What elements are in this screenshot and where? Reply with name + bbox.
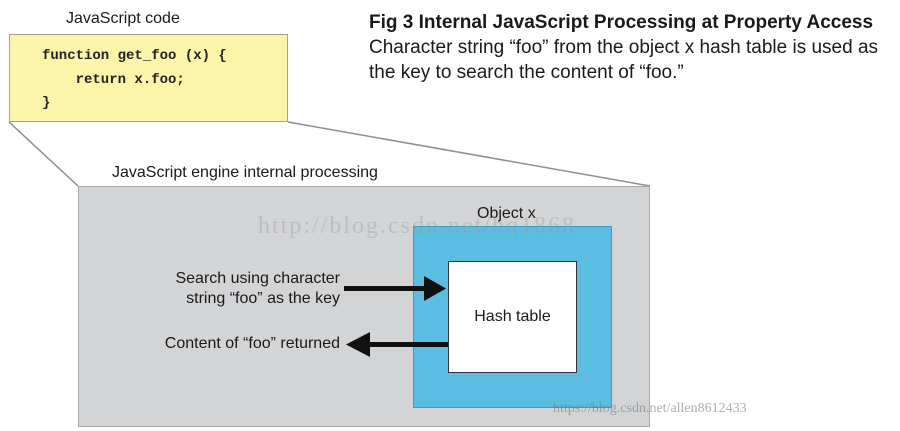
code-line-1: function get_foo (x) { <box>42 48 227 64</box>
search-text: Search using character string “foo” as t… <box>110 269 340 309</box>
search-text-line-1: Search using character <box>175 270 340 287</box>
watermark-center: http://blog.csdn.net/hq1868 <box>258 213 576 239</box>
content-text: Content of “foo” returned <box>164 335 340 352</box>
caption-title: Internal JavaScript Processing at Proper… <box>418 12 874 33</box>
right-arrow-icon <box>344 276 446 301</box>
hash-table-label: Hash table <box>474 308 551 325</box>
code-line-2: return x.foo; <box>42 72 185 88</box>
caption-body: Character string “foo” from the object x… <box>369 37 879 83</box>
code-label: JavaScript code <box>66 10 180 27</box>
object-label: Object x <box>477 205 536 222</box>
figure-caption: Fig 3 Internal JavaScript Processing at … <box>369 10 893 85</box>
code-box: function get_foo (x) { return x.foo; } <box>9 34 288 122</box>
hash-table-box: Hash table <box>448 261 577 373</box>
caption-fig-number: Fig 3 <box>369 12 414 33</box>
search-text-line-2: string “foo” as the key <box>186 290 340 307</box>
left-arrow-icon <box>346 332 448 357</box>
engine-label: JavaScript engine internal processing <box>112 164 378 181</box>
code-line-3: } <box>42 95 51 111</box>
watermark-corner: https://blog.csdn.net/allen8612433 <box>553 401 747 416</box>
